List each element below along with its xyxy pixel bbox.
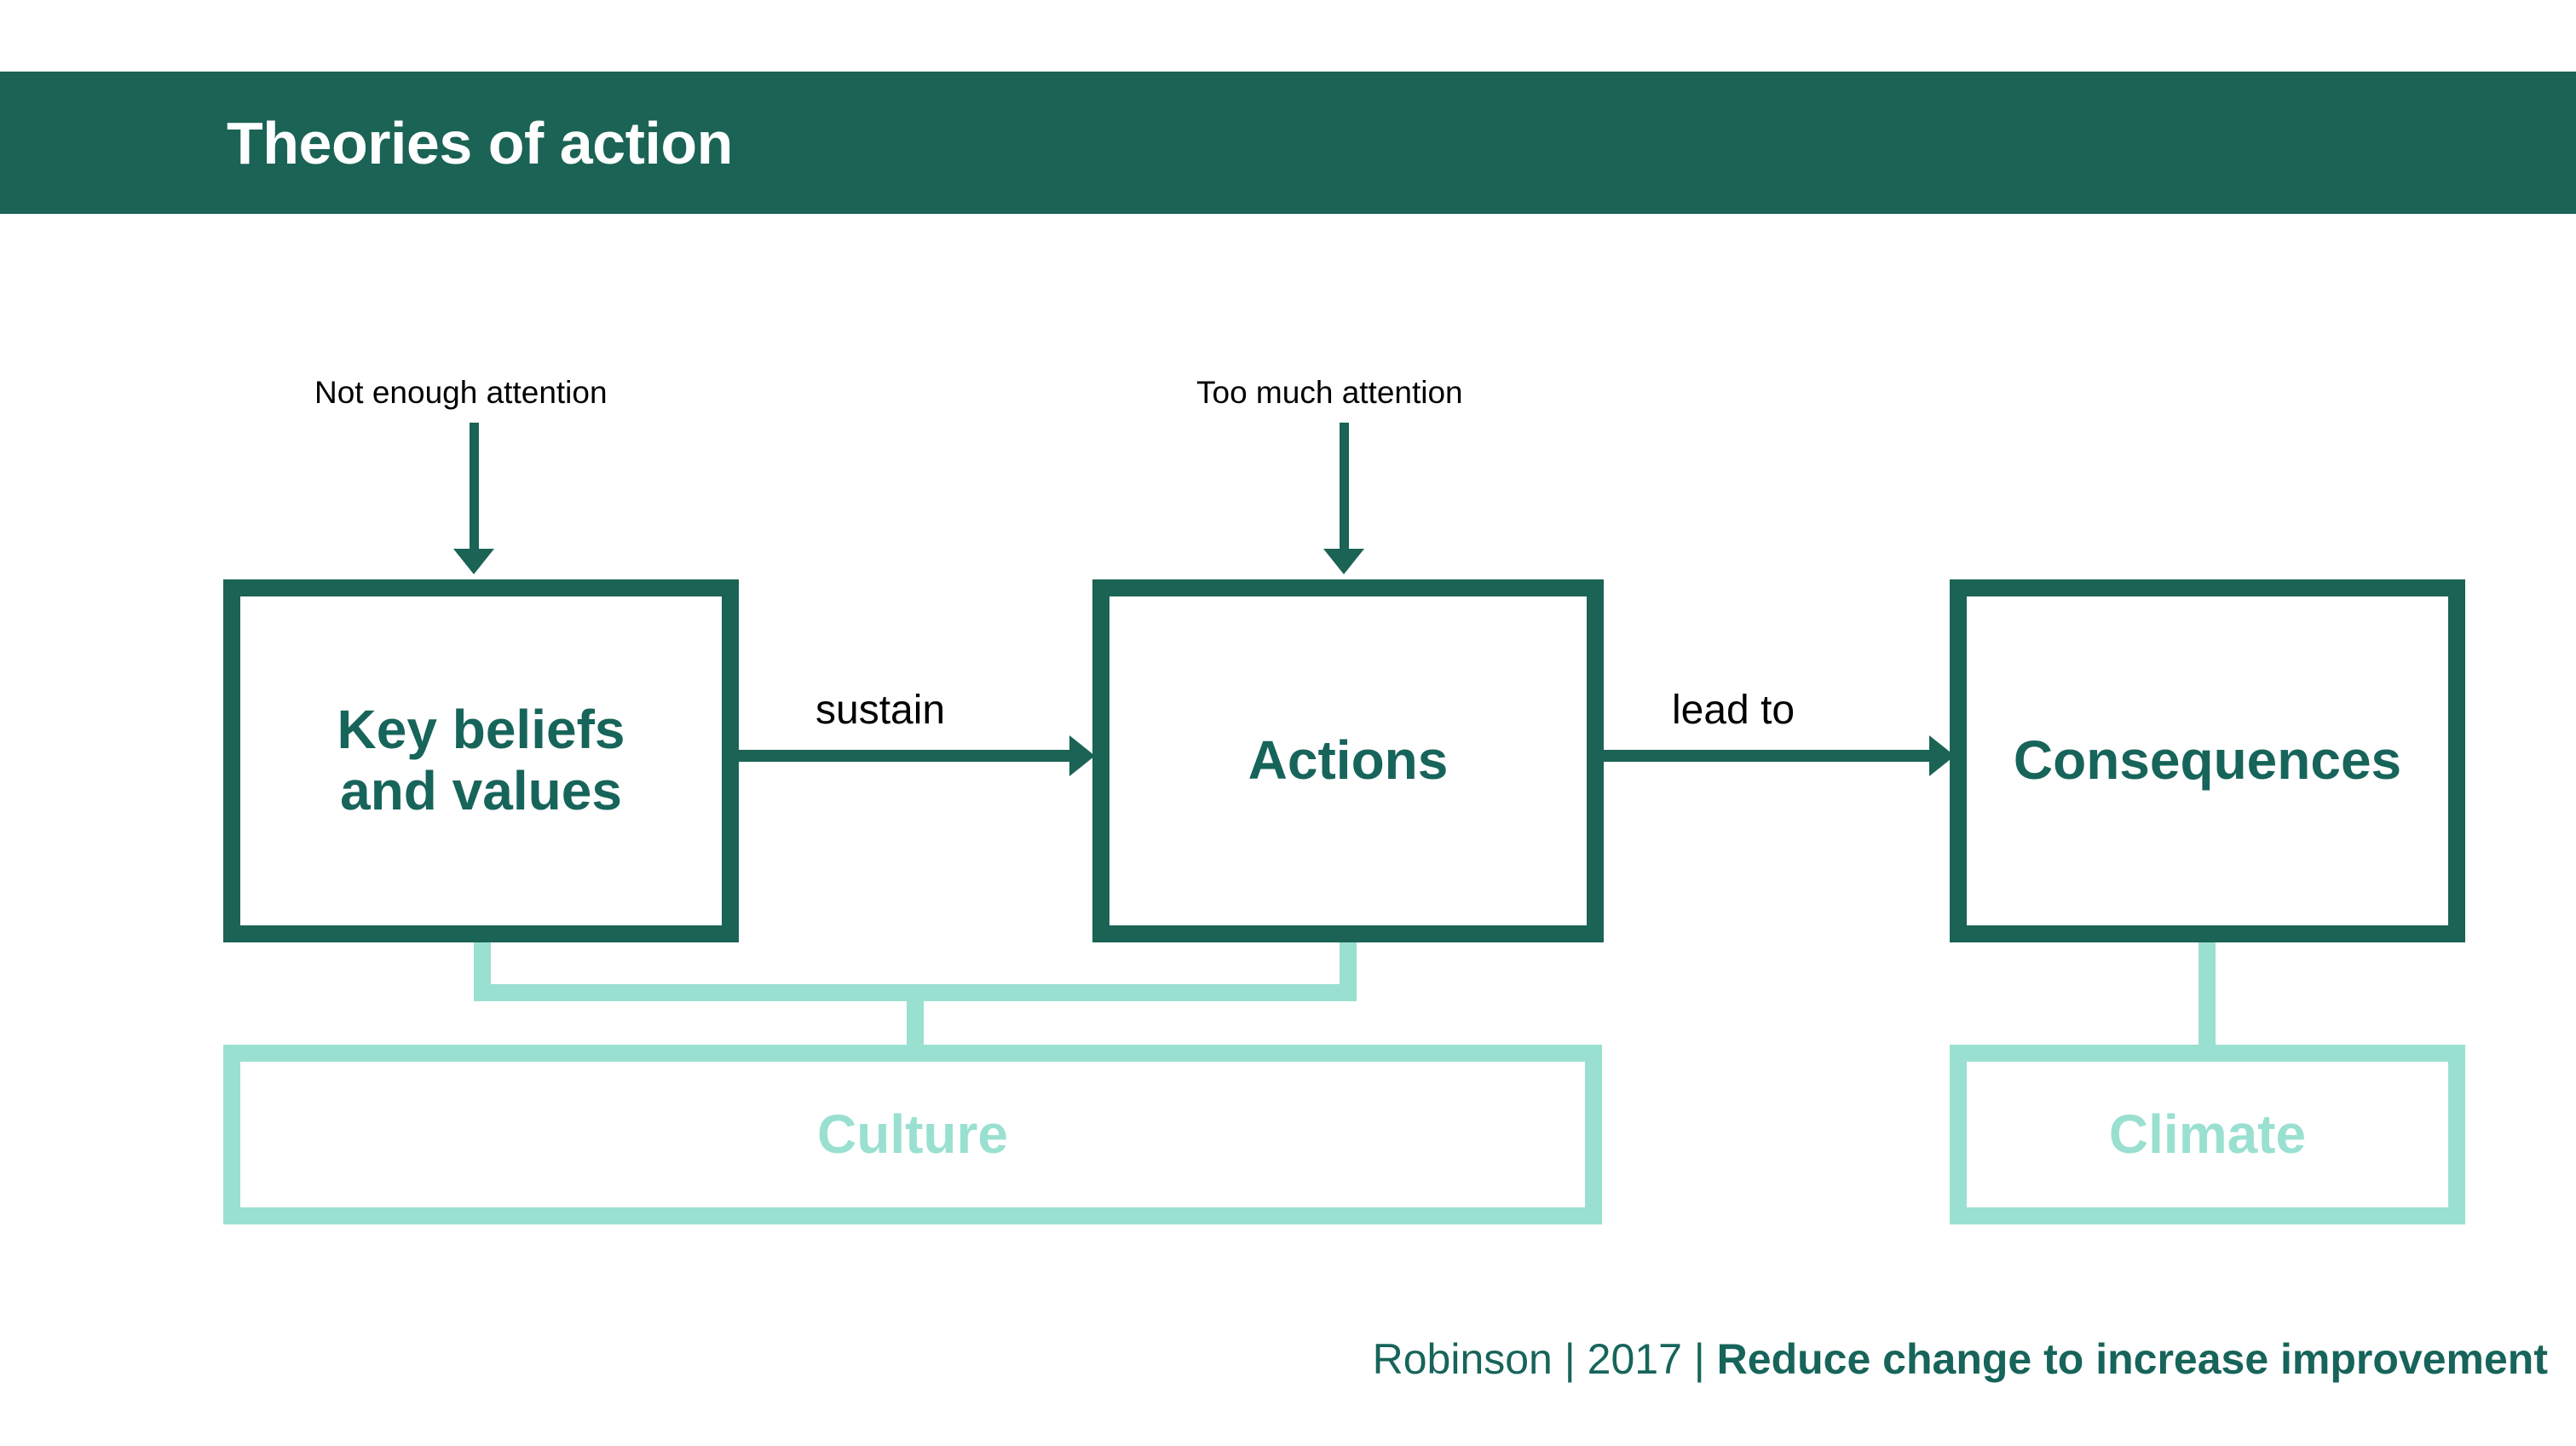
culture-connector-stub-actions [1340, 932, 1357, 1000]
node-label-culture: Culture [817, 1103, 1008, 1165]
node-label-actions: Actions [1248, 729, 1449, 792]
node-actions[interactable]: Actions [1092, 579, 1604, 942]
node-label-consequences: Consequences [2013, 729, 2402, 792]
node-culture[interactable]: Culture [223, 1045, 1602, 1224]
edge-line-lead-to [1604, 750, 1938, 762]
citation-author: Robinson [1372, 1335, 1553, 1383]
culture-connector-drop [907, 984, 924, 1057]
citation: Robinson | 2017 | Reduce change to incre… [1373, 1338, 2548, 1380]
edge-label-sustain: sustain [815, 688, 946, 733]
culture-connector-stub-beliefs [474, 932, 491, 1000]
citation-year: 2017 [1587, 1335, 1682, 1383]
node-climate[interactable]: Climate [1950, 1045, 2465, 1224]
edge-line-sustain [739, 750, 1075, 762]
citation-work-title: Reduce change to increase improvement [1716, 1335, 2548, 1383]
citation-separator-2: | [1681, 1335, 1717, 1383]
node-label-climate: Climate [2108, 1103, 2307, 1165]
annotation-arrowhead-actions [1323, 549, 1364, 574]
annotation-connector-line-actions [1340, 423, 1349, 549]
page-title: Theories of action [227, 109, 733, 176]
climate-connector-drop [2199, 932, 2216, 1058]
node-key-beliefs-and-values[interactable]: Key beliefs and values [223, 579, 739, 942]
citation-separator-1: | [1552, 1335, 1588, 1383]
annotation-not-enough-attention: Not enough attention [314, 375, 608, 410]
node-consequences[interactable]: Consequences [1950, 579, 2465, 942]
edge-label-lead-to: lead to [1672, 688, 1795, 733]
annotation-too-much-attention: Too much attention [1196, 375, 1463, 410]
slide-title-bar: Theories of action [0, 72, 2576, 214]
edge-arrowhead-sustain [1069, 735, 1095, 776]
annotation-connector-line-beliefs [470, 423, 479, 549]
annotation-arrowhead-beliefs [453, 549, 494, 574]
node-label-key-beliefs-and-values: Key beliefs and values [337, 699, 625, 821]
